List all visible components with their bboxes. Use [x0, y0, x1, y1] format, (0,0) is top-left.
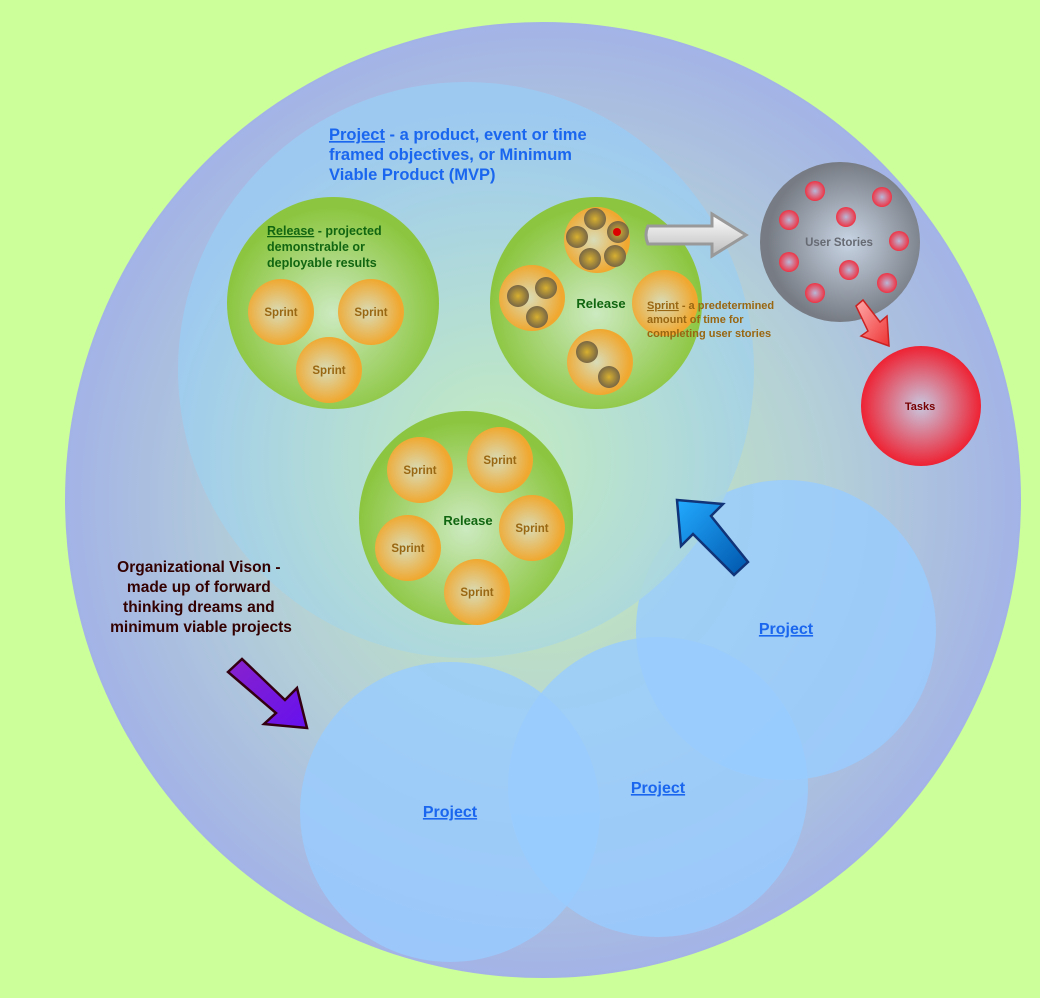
sprint: Sprint [296, 337, 362, 403]
release-3: Sprint Sprint Sprint Sprint Sprint Relea… [359, 411, 573, 625]
arrow-right-icon [644, 211, 749, 259]
svg-text:Sprint: Sprint [483, 455, 516, 467]
sprint-description: Sprint - a predetermined amount of time … [647, 300, 777, 340]
project-circle [300, 662, 600, 962]
svg-text:Sprint: Sprint [312, 365, 345, 377]
svg-text:Sprint: Sprint [391, 543, 424, 555]
arrow-down-right-icon [226, 657, 309, 730]
secondary-projects [300, 480, 936, 962]
tasks-label: Tasks [905, 401, 935, 413]
vision-description: Organizational Vison - made up of forwar… [110, 559, 292, 636]
user-story-balls [507, 208, 629, 388]
user-stories-circle: User Stories [760, 162, 920, 322]
project-link[interactable]: Project [631, 780, 686, 797]
sprint: Sprint [375, 515, 441, 581]
user-stories-label: User Stories [805, 237, 873, 249]
release-link[interactable]: Release [267, 224, 314, 238]
selected-story-dot [613, 228, 621, 236]
svg-text:Sprint: Sprint [515, 523, 548, 535]
release-description: Release - projected demonstrable or depl… [267, 224, 385, 270]
project-link[interactable]: Project [329, 126, 385, 144]
release-label: Release [576, 296, 625, 311]
sprint [567, 329, 633, 395]
svg-text:Sprint: Sprint [354, 307, 387, 319]
sprint: Sprint [467, 427, 533, 493]
sprint: Sprint [248, 279, 314, 345]
svg-text:Sprint: Sprint [460, 587, 493, 599]
sprint: Sprint [444, 559, 510, 625]
sprint: Sprint [499, 495, 565, 561]
release-2: Release Sprint - a predetermined amount … [490, 197, 777, 409]
sprint: Sprint [338, 279, 404, 345]
arrow-down-right-icon [855, 298, 890, 348]
sprint: Sprint [387, 437, 453, 503]
arrow-up-left-icon [675, 498, 750, 577]
tasks-circle: Tasks [861, 346, 981, 466]
project-description: Project - a product, event or time frame… [329, 126, 591, 184]
svg-text:Sprint: Sprint [403, 465, 436, 477]
svg-text:Sprint: Sprint [264, 307, 297, 319]
release-1: Release - projected demonstrable or depl… [227, 197, 439, 409]
release-label: Release [443, 513, 492, 528]
project-link[interactable]: Project [759, 621, 814, 638]
sprint [632, 270, 698, 336]
project-link[interactable]: Project [423, 804, 478, 821]
sprint-link[interactable]: Sprint [647, 300, 679, 312]
